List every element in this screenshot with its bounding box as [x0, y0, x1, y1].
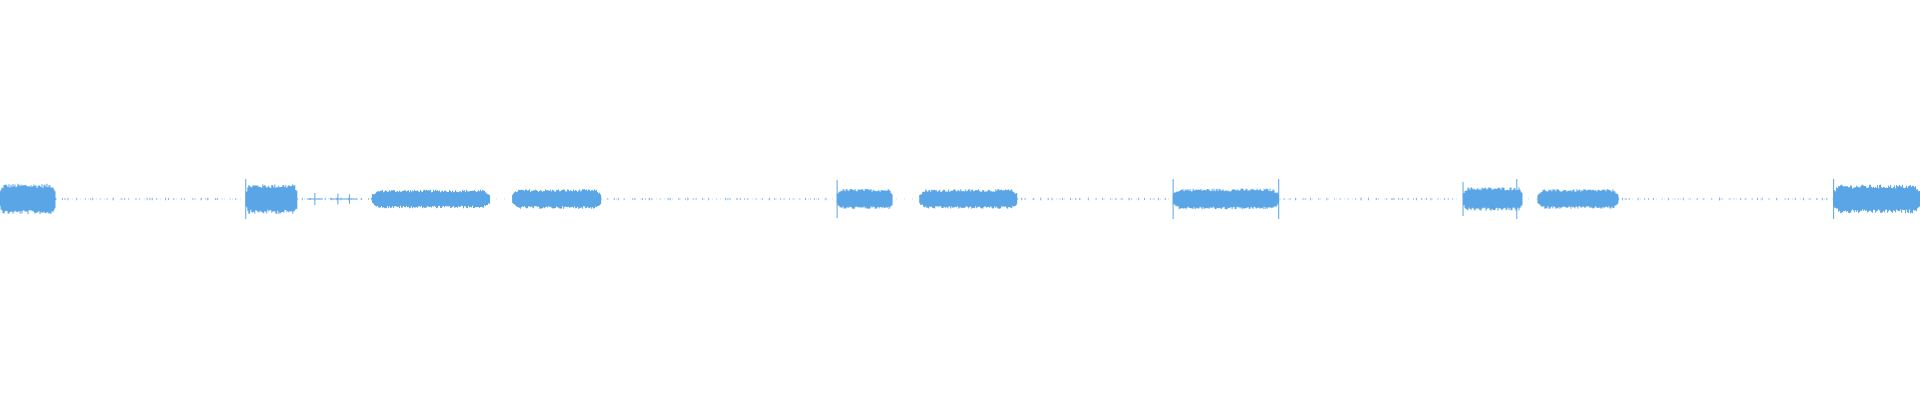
waveform-silence-noise — [55, 197, 237, 201]
waveform-segment — [1833, 184, 1920, 214]
waveform-segment — [0, 183, 56, 215]
waveform-silence-noise — [1618, 197, 1828, 201]
waveform-segment — [1172, 188, 1279, 210]
waveform-group — [0, 179, 1920, 219]
waveform-segment — [1537, 189, 1619, 209]
waveform-segment — [512, 189, 602, 209]
waveform-segment — [245, 184, 298, 214]
waveform-segment — [919, 189, 1018, 209]
waveform-segment — [1462, 187, 1523, 211]
waveform-silence-noise — [1017, 197, 1166, 201]
waveform-silence-noise — [1278, 197, 1454, 201]
waveform-segment — [836, 188, 893, 210]
waveform-silence-noise — [600, 197, 827, 201]
waveform-segment — [372, 189, 490, 209]
